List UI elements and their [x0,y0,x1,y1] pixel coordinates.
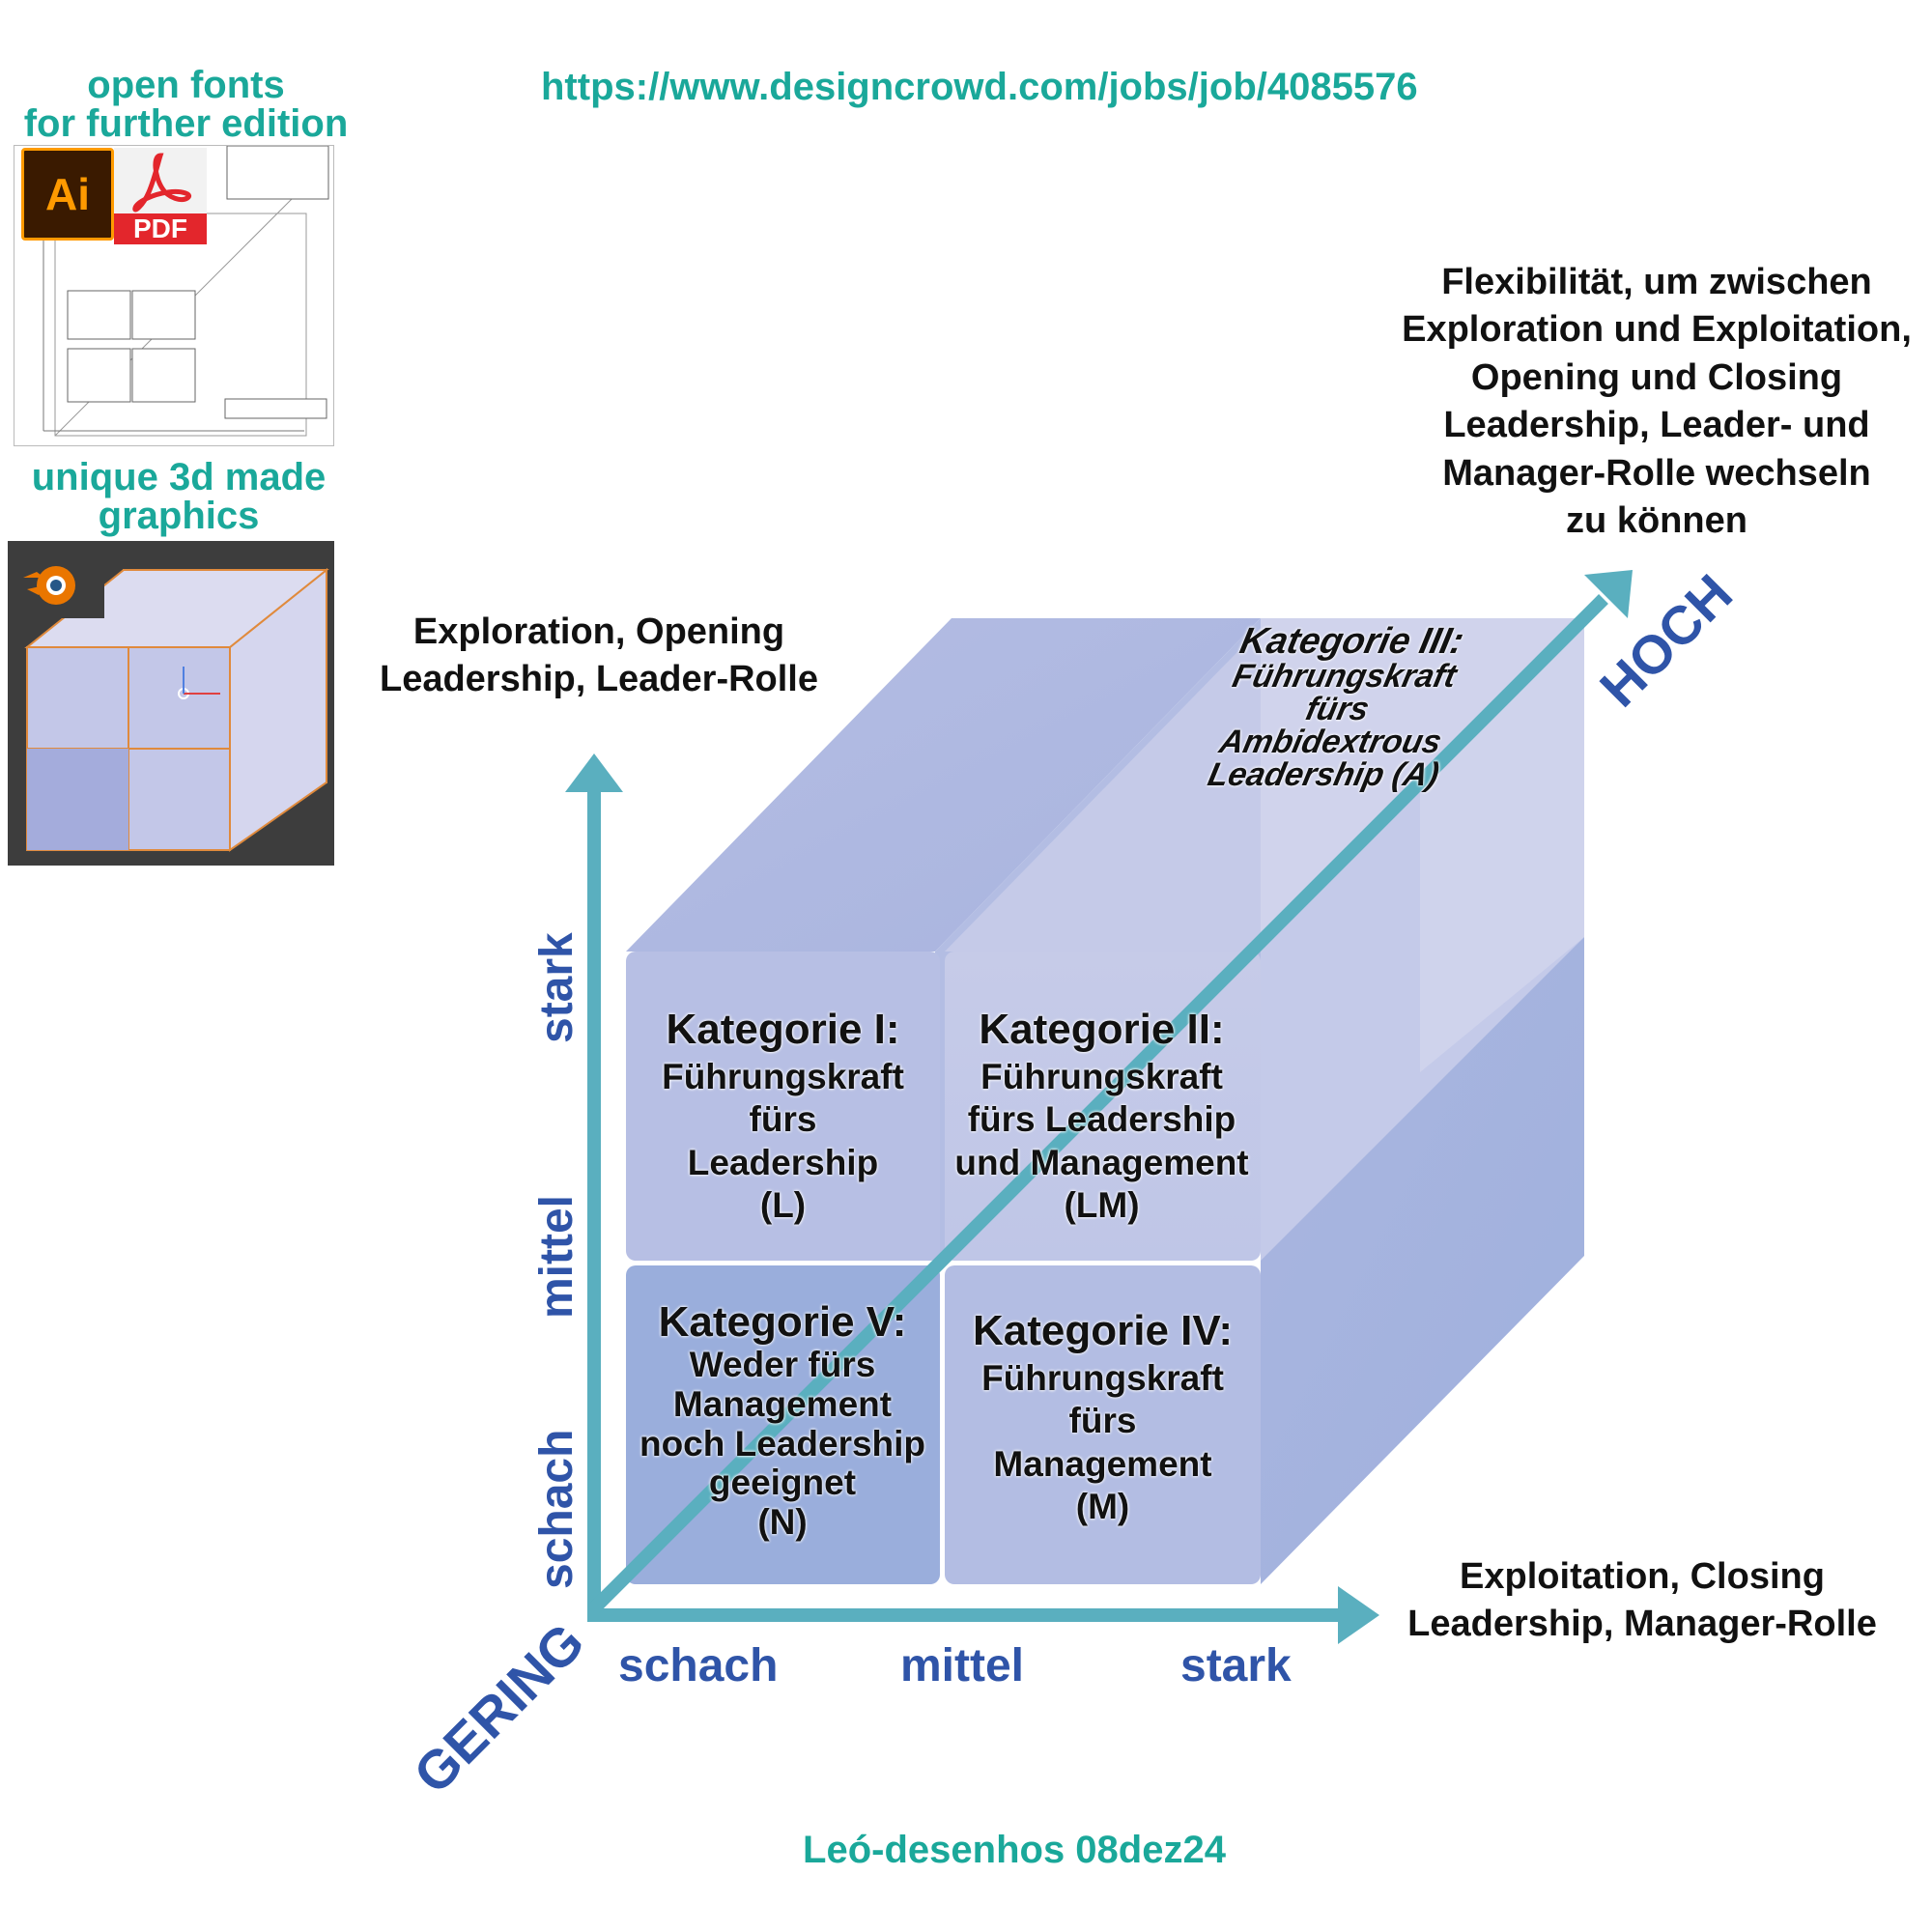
category-4-line2: fürs [1068,1401,1137,1441]
diagonal-axis-arrowhead [1584,570,1633,618]
cube-face-cat4 [945,1265,1261,1584]
category-5-line1: Weder fürs [689,1345,876,1385]
diagonal-label-gering: GERING [402,1611,596,1805]
blender-icon [17,553,87,611]
label-exploitation-line2: Leadership, Manager-Rolle [1407,1604,1877,1645]
pdf-icon[interactable]: PDF [114,148,207,244]
category-1-line1: Führungskraft [662,1056,904,1096]
label-exploitation: Exploitation, Closing Leadership, Manage… [1381,1553,1903,1649]
label-flexibility-line1: Flexibilität, um zwischen [1441,262,1872,302]
fonts-title-line1: open fonts [87,64,285,106]
category-3-line4: Leadership (A) [1205,756,1443,793]
category-4-line4: (M) [1075,1486,1130,1526]
illustrator-icon-label: Ai [45,169,90,219]
blender-preview[interactable] [8,541,334,866]
illustrator-icon[interactable]: Ai [21,148,114,241]
category-4-heading: Kategorie IV: [973,1307,1233,1354]
x-tick-stark: stark [1180,1640,1292,1691]
label-flexibility-line6: zu können [1566,499,1747,541]
category-1-line2: fürs [749,1099,817,1140]
graphics-title: unique 3d made graphics [0,458,357,535]
category-5-heading: Kategorie V: [658,1298,907,1346]
category-1-line4: (L) [759,1184,807,1225]
label-exploitation-line1: Exploitation, Closing [1460,1556,1825,1597]
pdf-swirl-glyph [132,153,191,213]
category-2-heading: Kategorie II: [979,1006,1225,1053]
label-flexibility-line5: Manager-Rolle wechseln [1442,452,1871,494]
y-axis-arrowhead [565,753,623,792]
job-url-link[interactable]: https://www.designcrowd.com/jobs/job/408… [541,66,1418,108]
category-4: Kategorie IV: Führungskraft fürs Managem… [945,1306,1261,1528]
graphics-title-line2: graphics [98,495,260,537]
fonts-title-line2: for further edition [23,102,349,145]
category-2-line2: fürs Leadership [967,1099,1236,1140]
category-3-line2: fürs [1302,691,1373,727]
category-2-line4: (LM) [1064,1184,1140,1225]
category-3-line3: Ambidextrous [1216,724,1445,760]
label-flexibility: Flexibilität, um zwischen Exploration un… [1381,259,1932,545]
category-1-heading: Kategorie I: [666,1006,900,1053]
y-tick-stark: stark [531,932,582,1043]
label-exploration-line2: Leadership, Leader-Rolle [379,659,818,700]
y-tick-schach: schach [531,1430,582,1589]
label-flexibility-line4: Leadership, Leader- und [1443,405,1870,446]
diagonal-axis-arrow [589,594,1608,1613]
category-1: Kategorie I: Führungskraft fürs Leadersh… [626,1005,940,1227]
label-exploration: Exploration, Opening Leadership, Leader-… [338,609,860,704]
category-2-line1: Führungskraft [980,1056,1223,1096]
category-5-line5: (N) [757,1502,808,1543]
category-5-line4: geeignet [708,1463,857,1503]
category-3-line1: Führungskraft [1229,658,1461,695]
cube-upper-right-face [1420,618,1584,1072]
cube-face-cat1 [626,952,940,1261]
category-3-heading: Kategorie III: [1236,621,1467,662]
y-tick-mittel: mittel [531,1195,582,1319]
x-axis-arrowhead [1338,1586,1379,1644]
cube-back-left-top [626,618,1261,952]
x-tick-mittel: mittel [900,1640,1024,1691]
label-flexibility-line3: Opening und Closing [1470,356,1843,398]
category-2-line3: und Management [954,1142,1249,1182]
graphics-title-line1: unique 3d made [31,456,327,498]
category-5-line3: noch Leadership [639,1423,926,1463]
category-4-line3: Management [993,1443,1212,1484]
blender-preview-scene [8,541,329,852]
category-5-line2: Management [672,1384,893,1425]
fonts-title: open fonts for further edition [0,66,372,143]
cube-lower-right-side [1261,937,1584,1584]
category-5: Kategorie V: Weder fürs Management noch … [618,1298,947,1543]
credit-footer: Leó-desenhos 08dez24 [803,1829,1226,1871]
x-tick-schach: schach [618,1640,778,1691]
category-1-line3: Leadership [687,1142,879,1182]
category-2: Kategorie II: Führungskraft fürs Leaders… [935,1005,1268,1227]
category-3: Kategorie III: Führungskraft fürs Ambide… [1079,621,1598,793]
pdf-icon-label: PDF [114,213,207,244]
label-exploration-line1: Exploration, Opening [412,611,785,652]
label-flexibility-line2: Exploration und Exploitation, [1402,309,1912,351]
category-4-line1: Führungskraft [981,1357,1224,1398]
